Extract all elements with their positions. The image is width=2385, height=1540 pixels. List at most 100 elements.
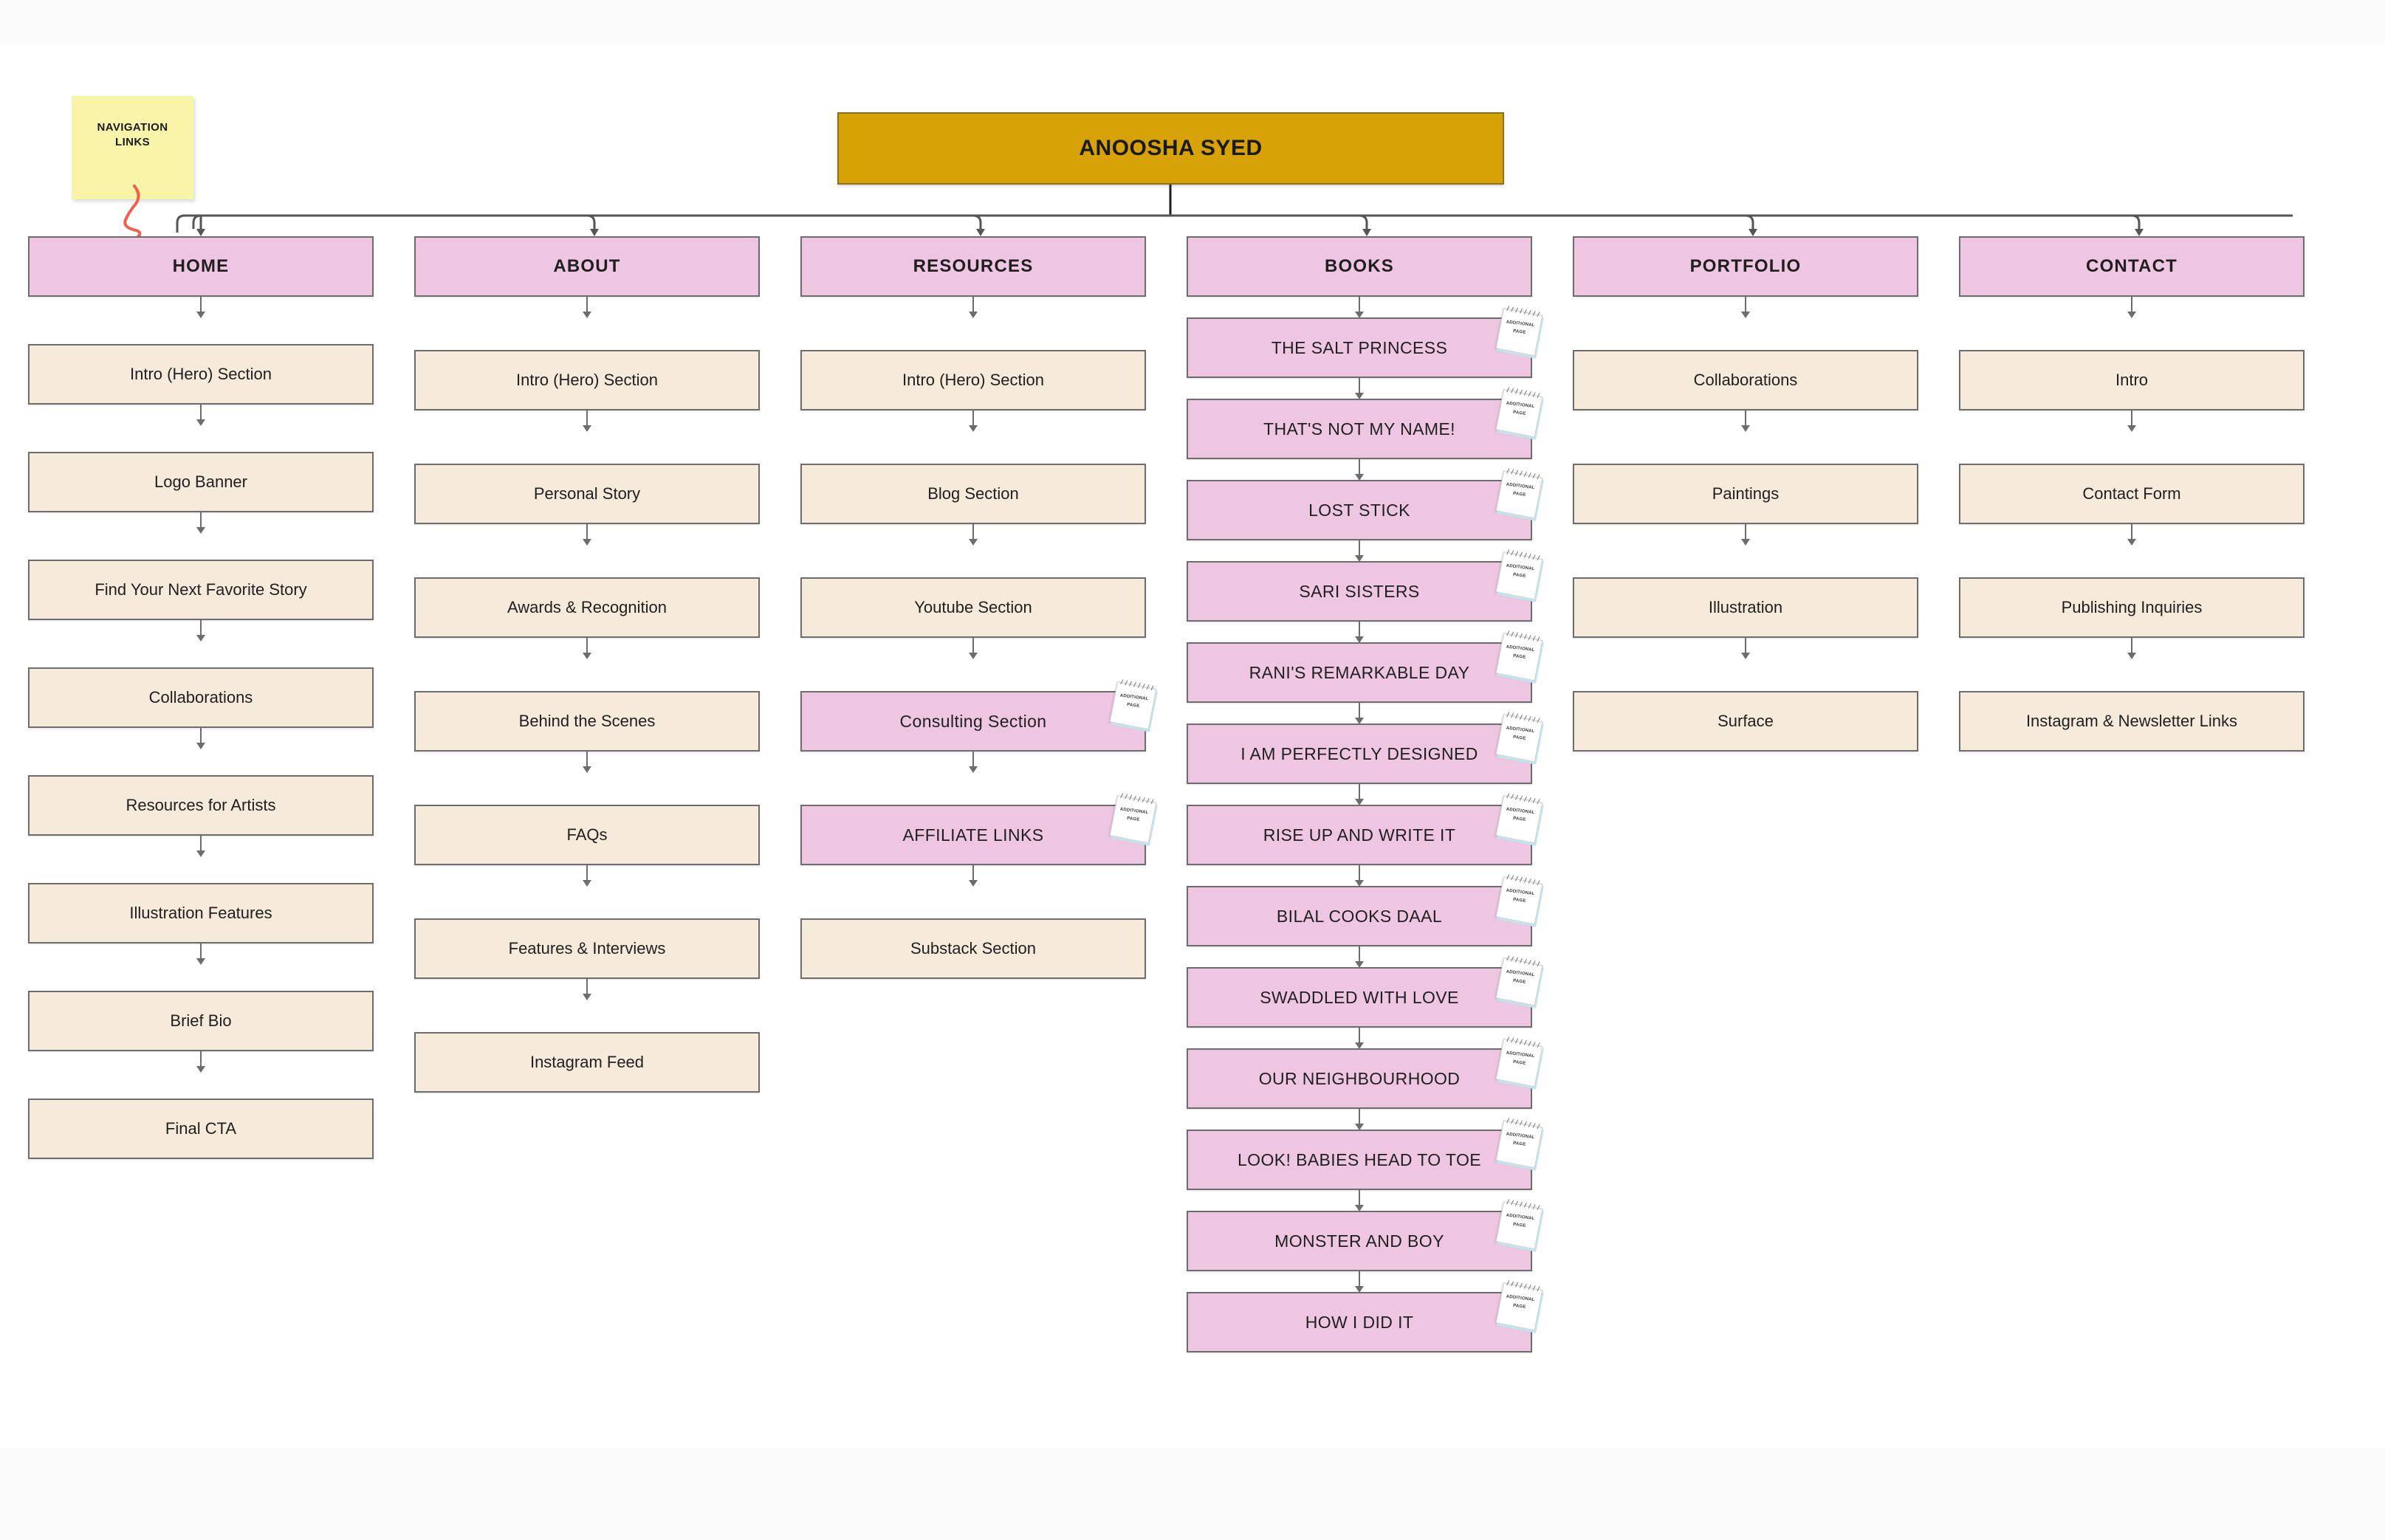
section-header-label: HOME xyxy=(172,256,230,276)
node-label: Awards & Recognition xyxy=(507,598,668,616)
node-label: HOW I DID IT xyxy=(1305,1312,1414,1332)
node-instagram-feed[interactable]: Instagram Feed xyxy=(414,1032,760,1093)
node-contact-form[interactable]: Contact Form xyxy=(1959,464,2305,524)
node-publishing-inquiries[interactable]: Publishing Inquiries xyxy=(1959,577,2305,638)
node-intro-hero-section[interactable]: Intro (Hero) Section xyxy=(414,350,760,410)
connector-arrow-icon xyxy=(28,405,374,452)
connector-arrow-icon xyxy=(1573,410,1918,464)
node-illustration-features[interactable]: Illustration Features xyxy=(28,883,374,943)
section-header-about[interactable]: ABOUT xyxy=(414,236,760,297)
node-label: Features & Interviews xyxy=(508,939,666,958)
node-intro-hero-section[interactable]: Intro (Hero) Section xyxy=(28,344,374,405)
node-intro-hero-section[interactable]: Intro (Hero) Section xyxy=(800,350,1146,410)
top-band xyxy=(0,0,2385,44)
spiral-binding-icon xyxy=(1506,793,1540,805)
node-faqs[interactable]: FAQs xyxy=(414,805,760,865)
annotation-sticky-note[interactable]: NAVIGATION LINKS xyxy=(72,96,193,199)
note-line-1: ADDITIONAL xyxy=(1506,1213,1535,1222)
connector-arrow-icon xyxy=(28,943,374,991)
section-header-home[interactable]: HOME xyxy=(28,236,374,297)
note-line-2: PAGE xyxy=(1512,978,1526,985)
node-awards-recognition[interactable]: Awards & Recognition xyxy=(414,577,760,638)
connector-arrow-icon xyxy=(800,410,1146,464)
spiral-binding-icon xyxy=(1506,874,1540,886)
node-youtube-section[interactable]: Youtube Section xyxy=(800,577,1146,638)
connector-arrow-icon xyxy=(1187,1190,1532,1211)
connector-arrow-icon xyxy=(1187,297,1532,318)
node-illustration[interactable]: Illustration xyxy=(1573,577,1918,638)
node-label: Final CTA xyxy=(165,1119,237,1138)
node-final-cta[interactable]: Final CTA xyxy=(28,1099,374,1159)
connector-arrow-icon xyxy=(1959,638,2305,691)
node-label: Youtube Section xyxy=(914,598,1032,616)
connector-arrow-icon xyxy=(1573,638,1918,691)
node-substack-section[interactable]: Substack Section xyxy=(800,918,1146,979)
node-paintings[interactable]: Paintings xyxy=(1573,464,1918,524)
connector-arrow-icon xyxy=(414,524,760,577)
node-label: Consulting Section xyxy=(899,711,1047,731)
node-brief-bio[interactable]: Brief Bio xyxy=(28,991,374,1051)
section-header-resources[interactable]: RESOURCES xyxy=(800,236,1146,297)
section-header-label: RESOURCES xyxy=(913,256,1034,276)
node-behind-the-scenes[interactable]: Behind the Scenes xyxy=(414,691,760,752)
node-collaborations[interactable]: Collaborations xyxy=(1573,350,1918,410)
root-node-anoosha-syed[interactable]: ANOOSHA SYED xyxy=(837,112,1504,185)
node-label: Brief Bio xyxy=(170,1011,232,1030)
node-intro[interactable]: Intro xyxy=(1959,350,2305,410)
node-personal-story[interactable]: Personal Story xyxy=(414,464,760,524)
node-collaborations[interactable]: Collaborations xyxy=(28,667,374,728)
node-label: LOOK! BABIES HEAD TO TOE xyxy=(1237,1149,1482,1169)
node-label: Intro (Hero) Section xyxy=(130,365,272,383)
note-line-1: ADDITIONAL xyxy=(1506,888,1535,897)
node-resources-for-artists[interactable]: Resources for Artists xyxy=(28,775,374,836)
node-logo-banner[interactable]: Logo Banner xyxy=(28,452,374,512)
note-line-1: ADDITIONAL xyxy=(1119,807,1149,816)
node-find-your-next-favorite-story[interactable]: Find Your Next Favorite Story xyxy=(28,560,374,620)
annotation-sticky-label: NAVIGATION LINKS xyxy=(97,121,168,148)
section-header-portfolio[interactable]: PORTFOLIO xyxy=(1573,236,1918,297)
connector-arrow-icon xyxy=(28,620,374,667)
node-instagram-newsletter-links[interactable]: Instagram & Newsletter Links xyxy=(1959,691,2305,752)
node-features-interviews[interactable]: Features & Interviews xyxy=(414,918,760,979)
section-header-contact[interactable]: CONTACT xyxy=(1959,236,2305,297)
node-label: OUR NEIGHBOURHOOD xyxy=(1258,1068,1461,1088)
node-label: THE SALT PRINCESS xyxy=(1271,337,1448,357)
node-blog-section[interactable]: Blog Section xyxy=(800,464,1146,524)
node-surface[interactable]: Surface xyxy=(1573,691,1918,752)
section-header-books[interactable]: BOOKS xyxy=(1187,236,1532,297)
node-label: Contact Form xyxy=(2082,484,2181,503)
